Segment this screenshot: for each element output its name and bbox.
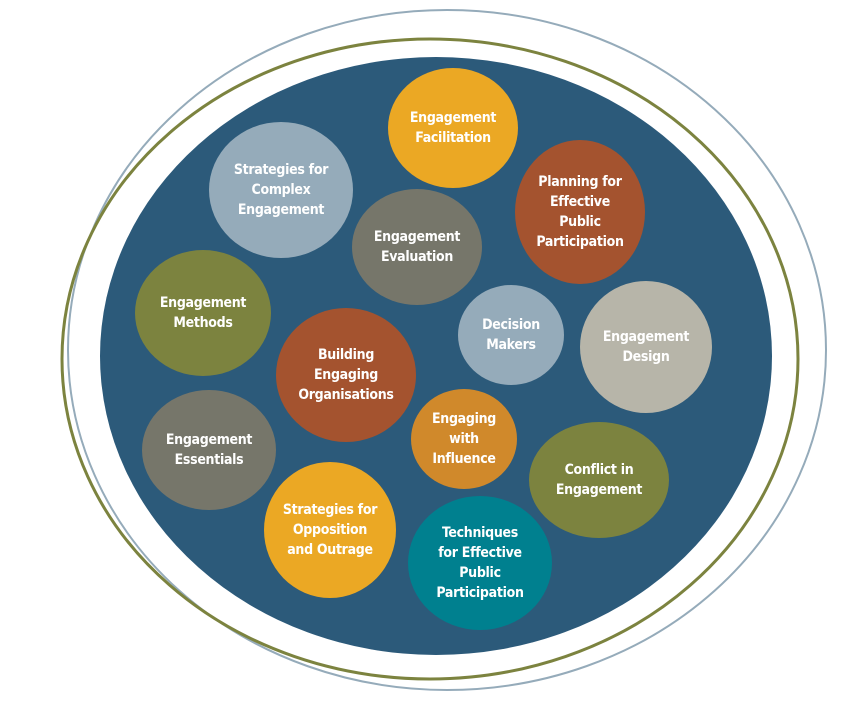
topic-bubble: Planning for Effective Public Participat… [515, 140, 645, 284]
topic-bubble: Conflict in Engagement [529, 422, 669, 538]
topic-label: Conflict in Engagement [555, 462, 643, 498]
topic-bubble: Engagement Evaluation [352, 189, 482, 305]
topic-label: Engagement Facilitation [409, 110, 497, 146]
inner-ring [60, 37, 800, 681]
topic-bubble: Engagement Methods [135, 250, 271, 376]
topic-label: Techniques for Effective Public Particip… [436, 525, 524, 601]
topic-label: Building Engaging Organisations [298, 347, 394, 403]
topic-bubble: Engagement Design [580, 281, 712, 413]
outer-ring [67, 9, 827, 691]
topic-label: Planning for Effective Public Participat… [536, 174, 624, 250]
topic-label: Engagement Essentials [165, 432, 253, 468]
topic-label: Engagement Methods [159, 295, 247, 331]
topic-bubble: Engaging with Influence [411, 389, 517, 489]
topic-label: Strategies for Complex Engagement [233, 162, 329, 218]
topic-bubble: Building Engaging Organisations [276, 308, 416, 442]
topic-label: Engagement Evaluation [373, 229, 461, 265]
topic-label: Engaging with Influence [431, 411, 496, 467]
topic-bubble: Strategies for Complex Engagement [209, 122, 353, 258]
topic-bubble: Decision Makers [458, 285, 564, 385]
topic-label: Strategies for Opposition and Outrage [282, 502, 378, 558]
topic-bubble: Strategies for Opposition and Outrage [264, 462, 396, 598]
topic-label: Engagement Design [602, 329, 690, 365]
topic-bubble: Engagement Essentials [142, 390, 276, 510]
topic-bubble: Techniques for Effective Public Particip… [408, 496, 552, 630]
topic-bubble: Engagement Facilitation [388, 68, 518, 188]
topic-label: Decision Makers [482, 317, 540, 353]
